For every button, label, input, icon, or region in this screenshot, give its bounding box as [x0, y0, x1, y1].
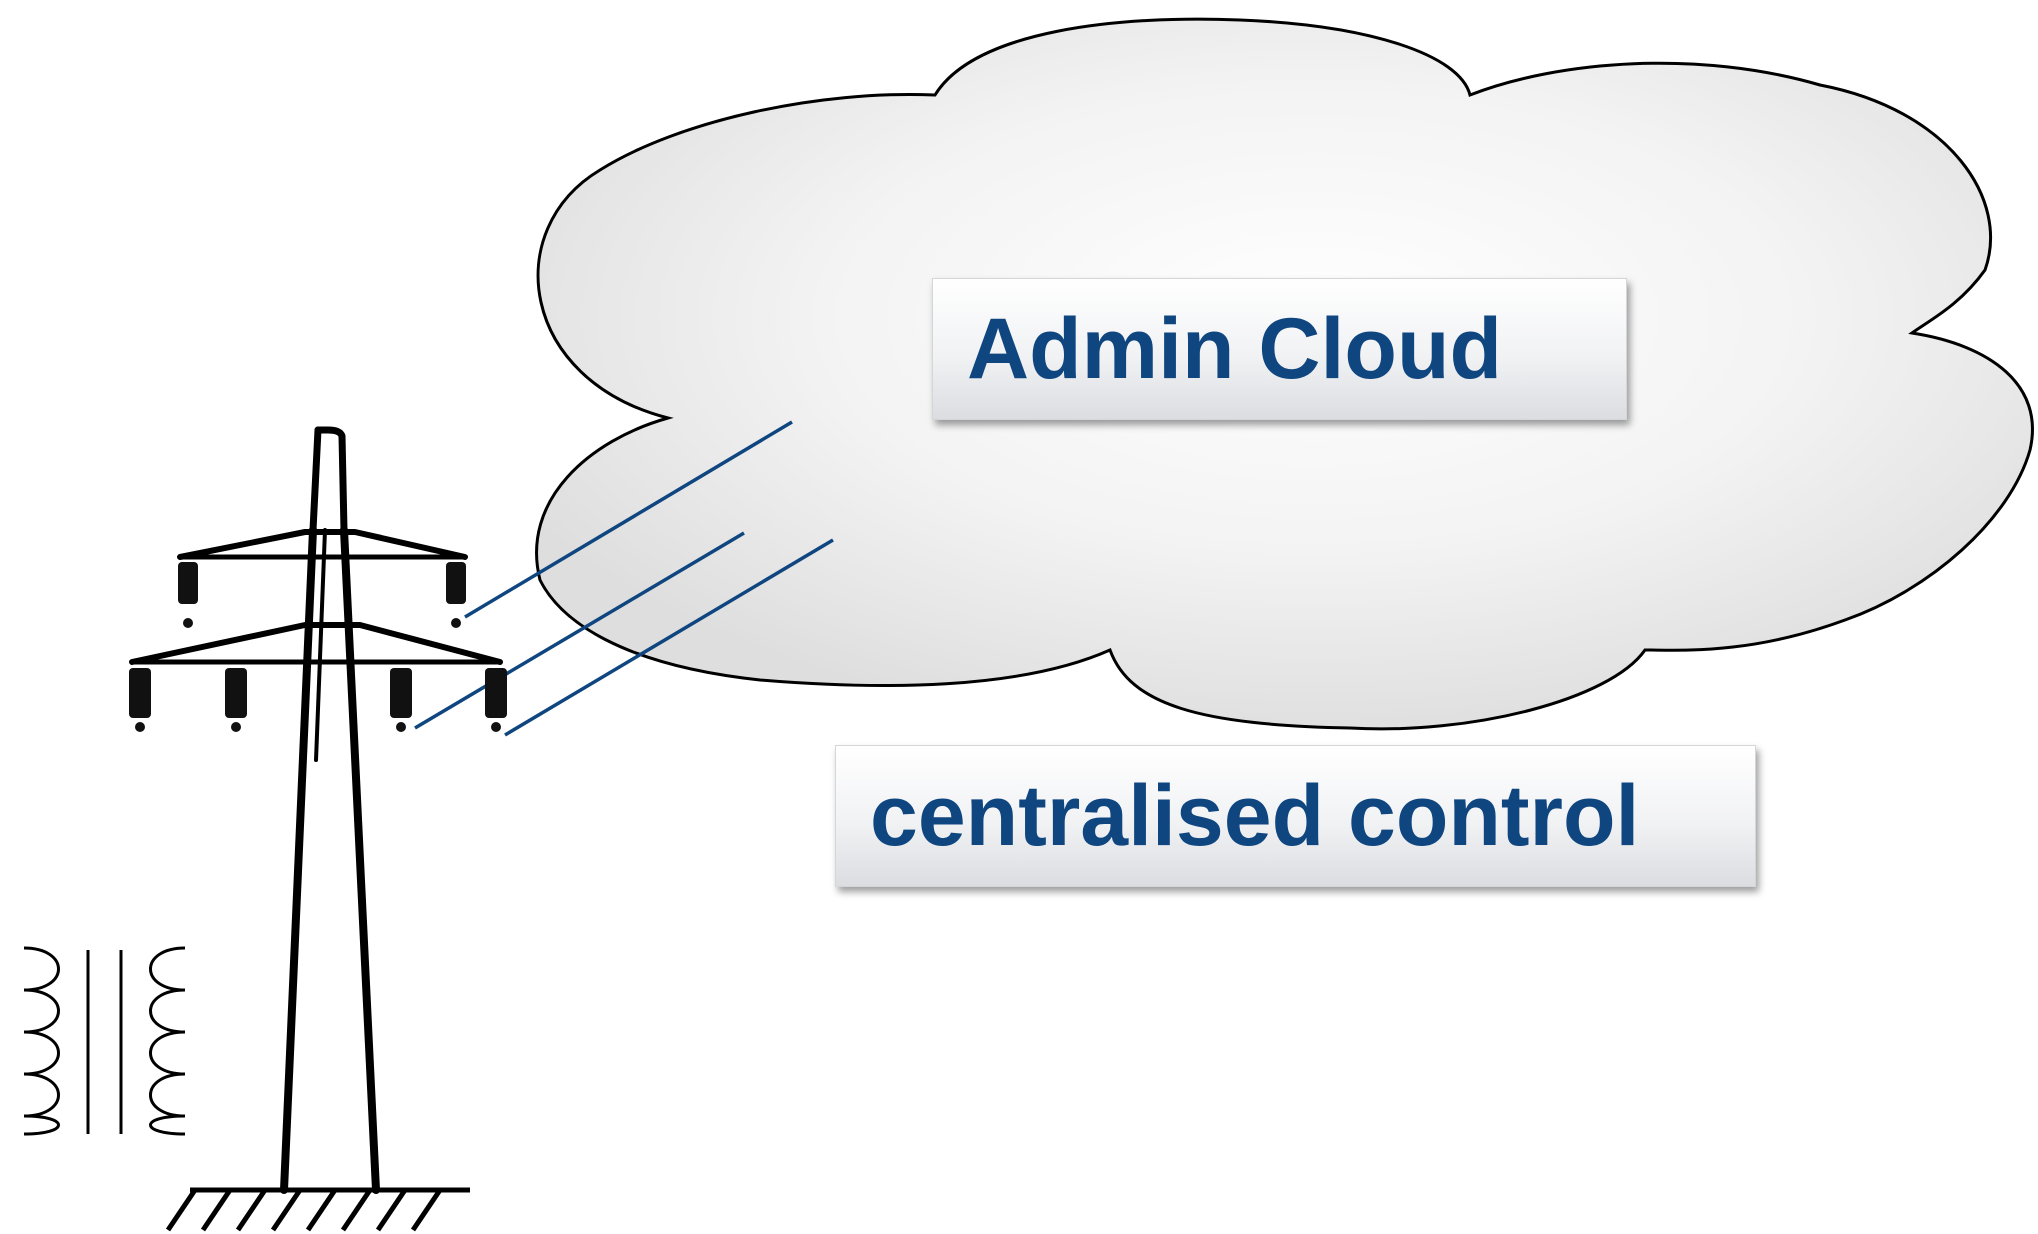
insulator-group-upper	[178, 562, 466, 628]
connection-line-1	[464, 420, 793, 619]
transformer-icon	[23, 946, 186, 1136]
ground-hatch-icon	[165, 1187, 470, 1232]
connection-line-3	[504, 538, 834, 737]
transmission-tower-icon	[129, 426, 503, 1194]
connection-line-2	[414, 531, 745, 730]
insulator-group-lower	[129, 668, 507, 732]
cloud-title: Admin Cloud	[932, 278, 1627, 420]
caption-label: centralised control	[835, 745, 1756, 887]
